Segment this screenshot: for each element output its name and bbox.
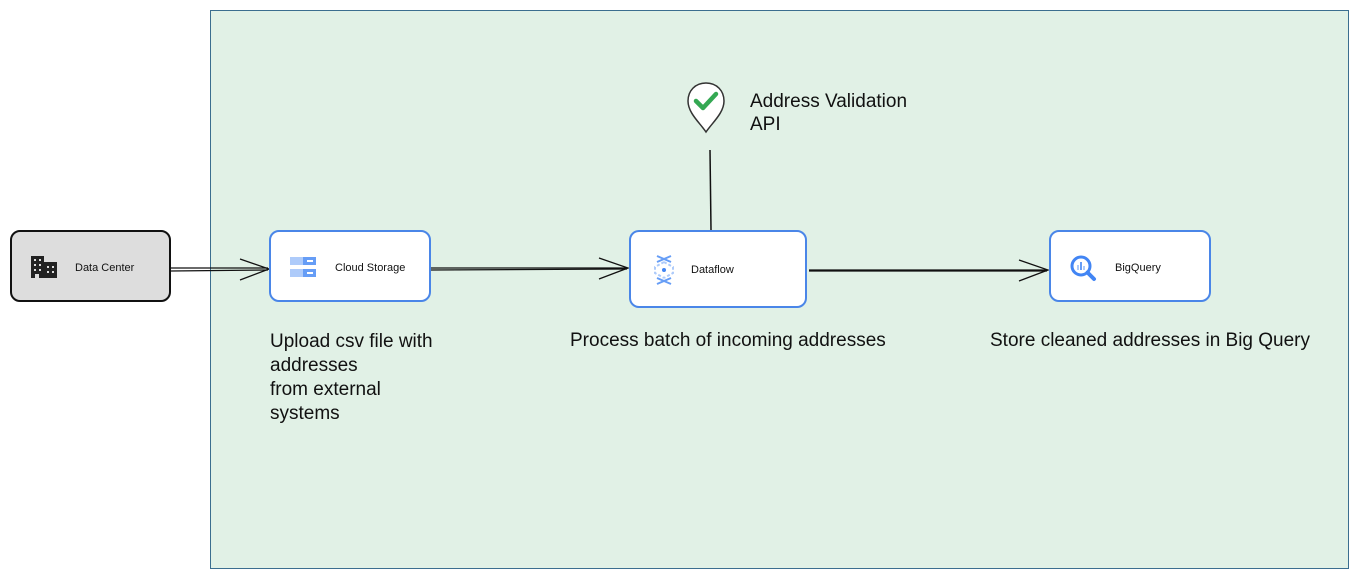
data-center-label: Data Center [75,262,135,274]
process-caption: Process batch of incoming addresses [570,330,886,351]
bigquery-node[interactable]: BigQuery [1049,230,1211,302]
bigquery-label: BigQuery [1115,262,1161,274]
data-center-node[interactable]: Data Center [10,230,171,302]
cloud-storage-label: Cloud Storage [335,262,406,274]
building-icon [31,256,57,278]
dataflow-label: Dataflow [691,264,734,276]
dataflow-node[interactable]: Dataflow [629,230,807,308]
address-validation-api-label: Address Validation API [750,91,908,135]
map-pin-check-icon [687,82,725,134]
cloud-storage-node[interactable]: Cloud Storage [269,230,431,302]
dataflow-icon [654,255,674,285]
cloud-storage-icon [290,257,316,277]
store-caption: Store cleaned addresses in Big Query [990,330,1311,351]
upload-caption: Upload csv file with addresses from exte… [270,331,433,424]
bigquery-icon [1070,255,1096,281]
